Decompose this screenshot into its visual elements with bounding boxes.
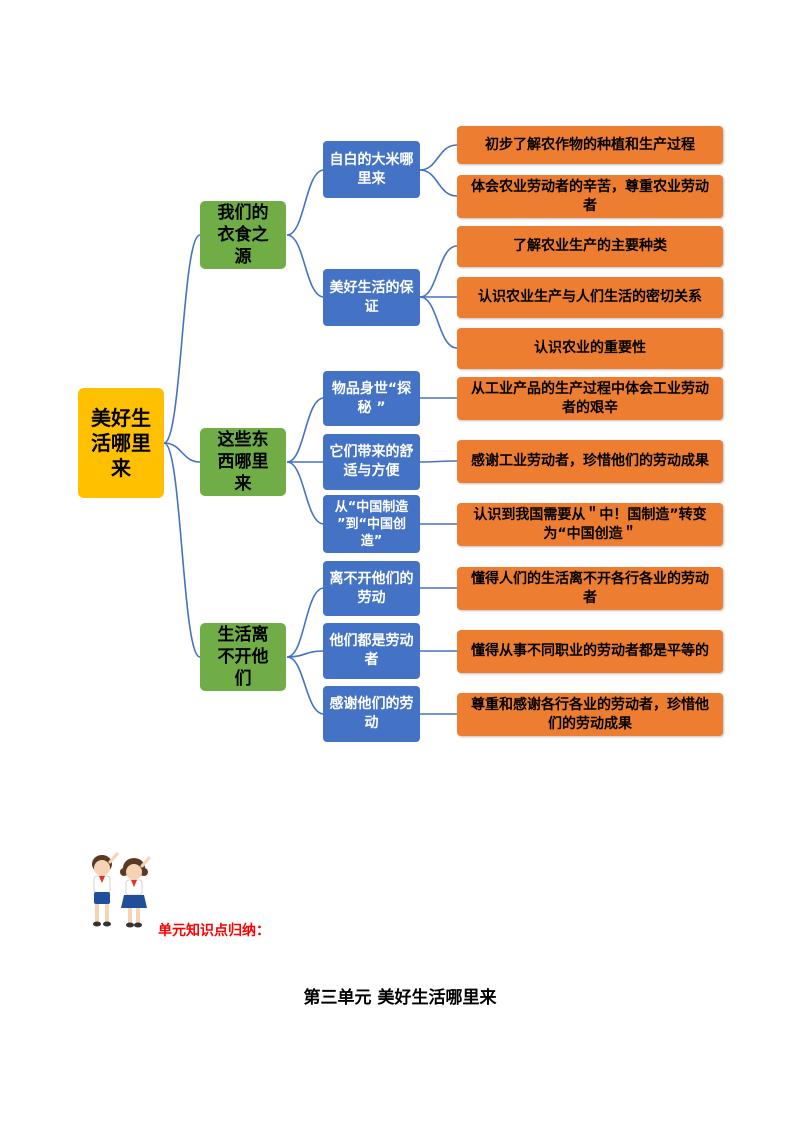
girl-figure (120, 856, 151, 928)
point-node-3-2-1: 懂得从事不同职业的劳动者都是平等的 (457, 630, 723, 673)
branch-node-1: 我们的衣食之源 (200, 201, 286, 269)
point-node-3-3-1: 尊重和感谢各行各业的劳动者，珍惜他们的劳动成果 (457, 693, 723, 736)
branch-node-2: 这些东西哪里来 (200, 428, 286, 496)
point-node-2-3-1: 认识到我国需要从＂中！国制造”转变为“中国创造＂ (457, 503, 723, 546)
topic-node-2-2: 它们带来的舒适与方便 (323, 434, 420, 490)
topic-node-1-2: 美好生活的保证 (323, 269, 420, 326)
branch-node-3: 生活离不开他们 (200, 623, 286, 691)
point-node-2-2-1: 感谢工业劳动者，珍惜他们的劳动成果 (457, 440, 723, 483)
topic-node-2-1: 物品身世“探秘 ” (323, 371, 420, 426)
root-node: 美好生活哪里来 (78, 388, 164, 498)
topic-node-3-3: 感谢他们的劳动 (323, 686, 420, 742)
point-node-3-1-1: 懂得人们的生活离不开各行各业的劳动者 (457, 567, 723, 610)
boy-figure (92, 852, 119, 927)
point-node-2-1-1: 从工业产品的生产过程中体会工业劳动者的艰辛 (457, 377, 723, 420)
saluting-kids-illustration (92, 852, 151, 928)
point-node-1-2-3: 认识农业的重要性 (457, 328, 723, 369)
point-node-1-1-2: 体会农业劳动者的辛苦，尊重农业劳动者 (457, 175, 723, 218)
topic-node-2-3: 从“中国制造 ”到“中国创造” (323, 495, 420, 553)
topic-node-3-1: 离不开他们的劳动 (323, 561, 420, 616)
point-node-1-2-2: 认识农业生产与人们生活的密切关系 (457, 277, 723, 318)
unit-title: 第三单元 美好生活哪里来 (303, 988, 497, 1008)
topic-node-3-2: 他们都是劳动者 (323, 623, 420, 679)
point-node-1-1-1: 初步了解农作物的种植和生产过程 (457, 126, 723, 164)
section-label: 单元知识点归纳： (158, 923, 270, 939)
point-node-1-2-1: 了解农业生产的主要种类 (457, 226, 723, 267)
topic-node-1-1: 自白的大米哪里来 (323, 141, 420, 198)
